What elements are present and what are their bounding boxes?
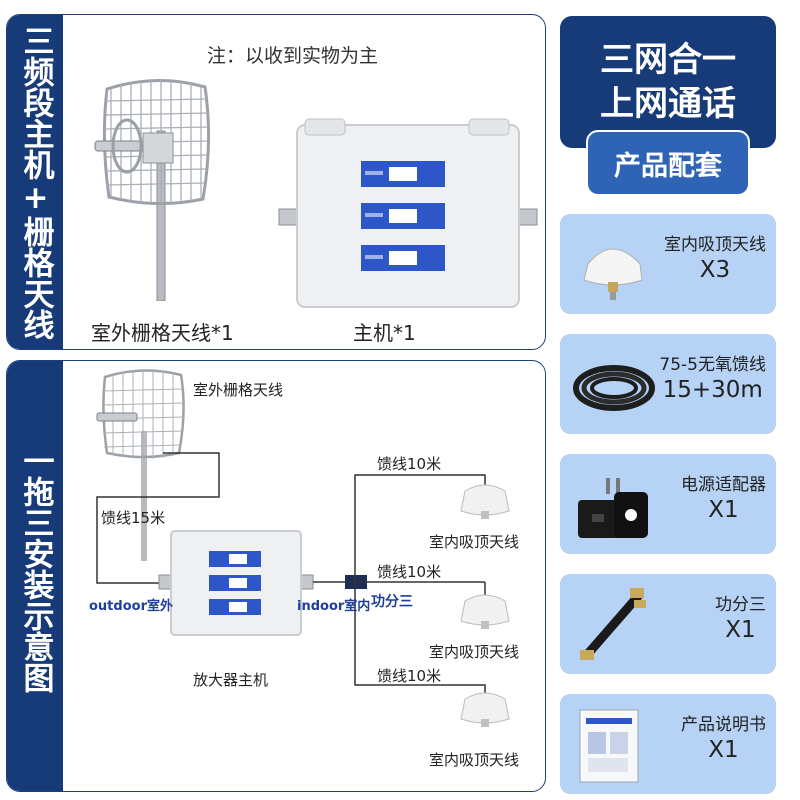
outdoor-label: outdoor室外 <box>89 599 173 614</box>
ceiling-antenna-icon <box>460 594 510 629</box>
item-name: 产品说明书 <box>681 715 766 735</box>
header-line-1: 三网合一 <box>600 39 736 80</box>
ceiling-antenna-icon <box>460 484 510 519</box>
branch-1-cable: 馈线10米 <box>377 455 442 473</box>
splitter-icon <box>580 588 646 660</box>
item-splitter: 功分三 X1 <box>560 574 776 674</box>
item-qty: X1 <box>725 617 756 644</box>
branch-2-antenna: 室内吸顶天线 <box>429 643 520 661</box>
caption-grid-antenna: 室外栅格天线*1 <box>91 321 234 345</box>
bottom-panel: 一拖三安装示意图 <box>6 360 546 792</box>
ceiling-antenna-icon <box>460 692 510 727</box>
top-panel-title: 三频段主机+栅格天线 <box>17 25 54 340</box>
top-panel: 三频段主机+栅格天线 注：以收到实物为主 室外栅格天线*1 <box>6 14 546 350</box>
item-ceiling-antenna: 室内吸顶天线 X3 <box>560 214 776 314</box>
item-name: 功分三 <box>715 595 766 615</box>
cable-15-label: 馈线15米 <box>101 509 166 527</box>
note-text: 注：以收到实物为主 <box>207 45 379 67</box>
caption-host: 主机*1 <box>353 321 416 345</box>
coax-cable-icon <box>573 365 655 411</box>
ceiling-antenna-icon <box>583 248 643 300</box>
header-line-2: 上网通话 <box>600 84 736 124</box>
amplifier-label: 放大器主机 <box>193 671 269 689</box>
splitter-label: 功分三 <box>371 594 413 610</box>
branch-2-cable: 馈线10米 <box>377 563 442 581</box>
item-qty: 15+30m <box>662 377 763 404</box>
subheader-pill: 产品配套 <box>588 132 748 194</box>
item-name: 75-5无氧馈线 <box>659 355 766 375</box>
branch-3-antenna: 室内吸顶天线 <box>429 751 520 769</box>
grid-antenna-icon <box>94 78 211 301</box>
item-name: 电源适配器 <box>681 475 766 495</box>
outdoor-antenna-label: 室外栅格天线 <box>193 381 284 399</box>
item-manual: 产品说明书 X1 <box>560 694 776 794</box>
item-qty: X3 <box>699 257 731 284</box>
item-name: 室内吸顶天线 <box>664 235 766 255</box>
manual-icon <box>579 709 639 783</box>
bottom-panel-title: 一拖三安装示意图 <box>17 445 54 693</box>
top-panel-title-bar: 三频段主机+栅格天线 <box>7 15 63 349</box>
power-adapter-icon <box>578 478 648 538</box>
item-power-adapter: 电源适配器 X1 <box>560 454 776 554</box>
item-coax-cable: 75-5无氧馈线 15+30m <box>560 334 776 434</box>
header-box: 三网合一 上网通话 <box>560 16 776 148</box>
branch-1-antenna: 室内吸顶天线 <box>429 533 520 551</box>
item-qty: X1 <box>708 737 739 764</box>
amplifier-icon <box>158 530 314 636</box>
indoor-label: indoor室内 <box>297 599 371 614</box>
amplifier-host-icon <box>278 118 538 308</box>
branch-3-cable: 馈线10米 <box>377 667 442 685</box>
bottom-panel-title-bar: 一拖三安装示意图 <box>7 361 63 791</box>
item-qty: X1 <box>708 497 739 524</box>
installation-diagram <box>96 369 510 727</box>
